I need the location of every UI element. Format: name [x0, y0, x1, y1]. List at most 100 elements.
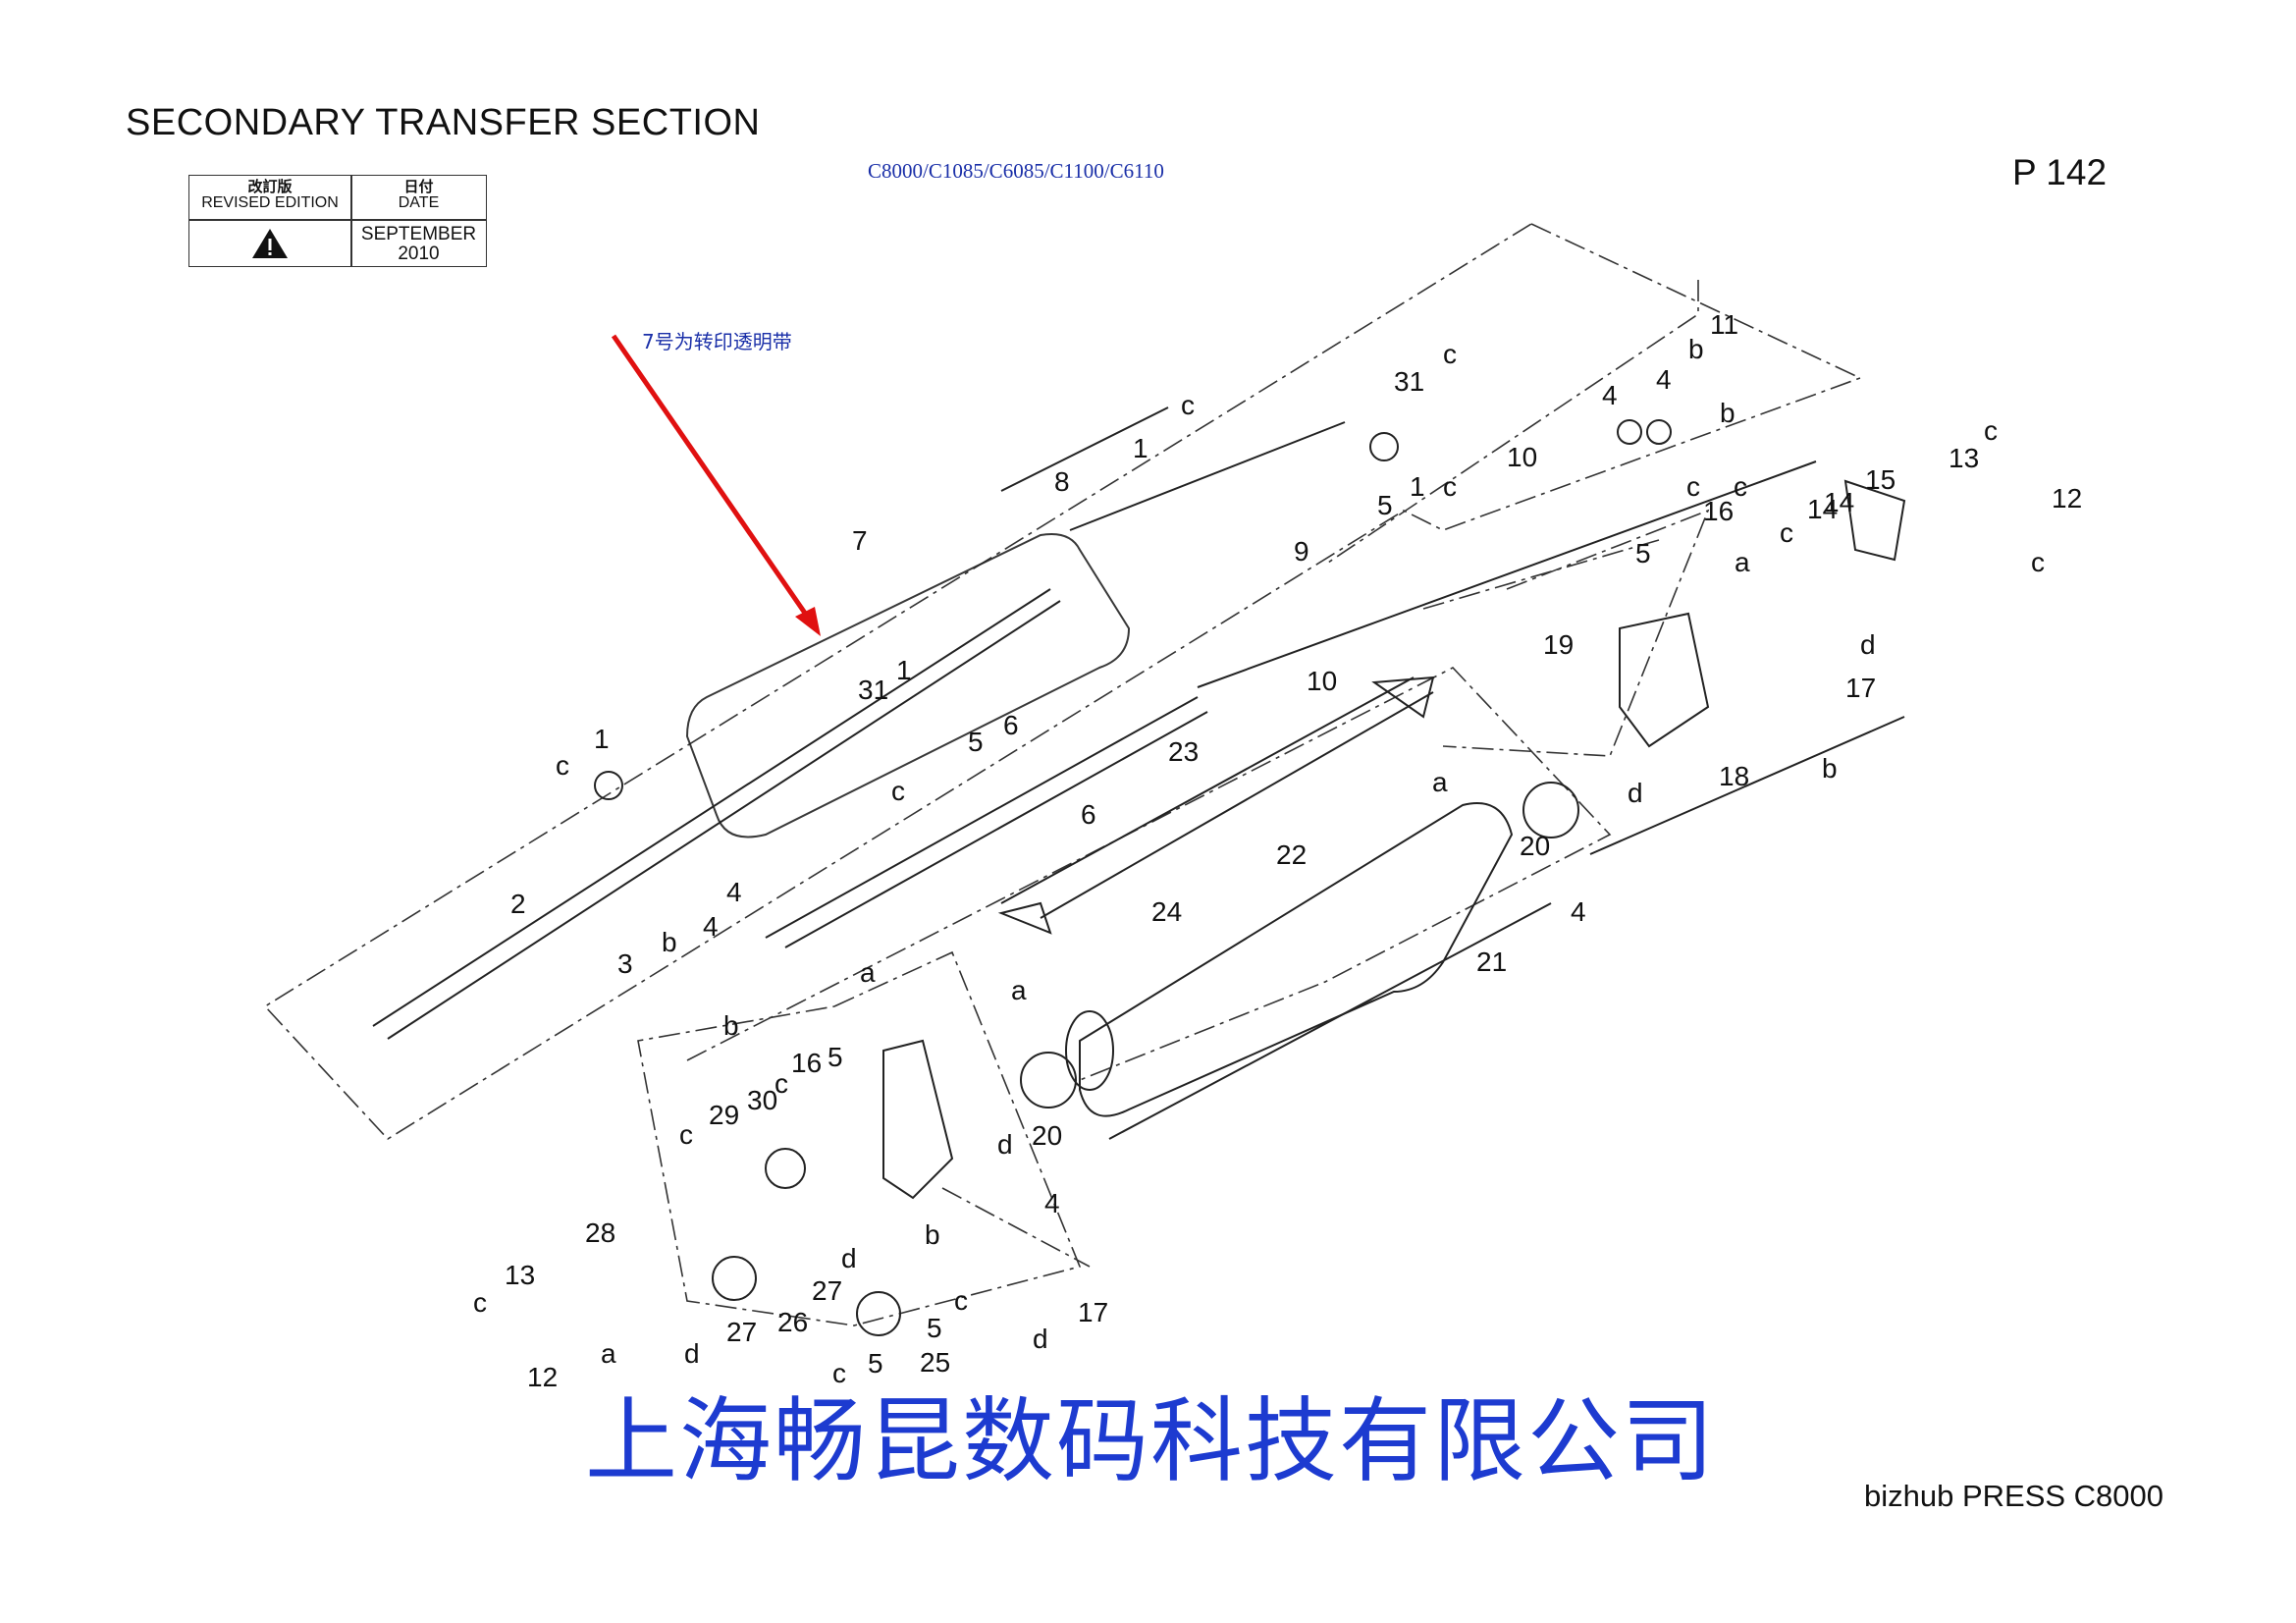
- callout-label: 1: [896, 655, 912, 685]
- callout-label: 17: [1078, 1297, 1108, 1327]
- callout-label: c: [1780, 517, 1793, 548]
- callout-label: c: [1443, 471, 1457, 502]
- callout-label: d: [841, 1243, 857, 1273]
- pointer-arrow: [611, 334, 814, 623]
- callout-label: 17: [1845, 673, 1876, 703]
- assembly-boundary: [637, 950, 1082, 1326]
- callout-label: 16: [1703, 496, 1734, 526]
- callout-label: c: [2031, 547, 2045, 577]
- pointer-arrow-head: [795, 607, 821, 636]
- revised-edition-zh: 改訂版: [247, 178, 293, 195]
- revision-date-month: SEPTEMBER: [360, 224, 477, 244]
- callout-label: 21: [1476, 947, 1507, 977]
- callout-label: 23: [1168, 736, 1199, 767]
- callout-label: 13: [1949, 443, 1979, 473]
- callout-label: 15: [1865, 464, 1896, 495]
- callout-label: a: [601, 1338, 616, 1369]
- callout-label: c: [1686, 471, 1700, 502]
- warning-triangle-icon: [189, 227, 350, 265]
- callout-label: 9: [1294, 536, 1309, 567]
- revision-date-year: 2010: [398, 243, 440, 264]
- side-plate: [1843, 479, 1906, 562]
- side-plate: [1619, 612, 1710, 748]
- callout-label: b: [1720, 398, 1735, 428]
- transfer-roller: [1079, 802, 1514, 1117]
- callout-label: 1: [594, 724, 610, 754]
- callout-label: b: [1688, 334, 1704, 364]
- callout-label: 14: [1807, 494, 1838, 524]
- callout-label: c: [473, 1287, 487, 1318]
- callout-label: c: [774, 1068, 788, 1099]
- roller-shaft: [1040, 691, 1434, 919]
- callout-label: 5: [927, 1313, 942, 1343]
- callout-label: 4: [703, 911, 719, 942]
- callout-label: 5: [1635, 538, 1651, 568]
- callout-label: 22: [1276, 839, 1307, 870]
- roller-shaft: [1000, 406, 1169, 492]
- callout-label: c: [891, 776, 905, 806]
- gear: [712, 1256, 757, 1301]
- callout-label: 28: [585, 1217, 615, 1248]
- callout-label: 6: [1003, 710, 1019, 740]
- callout-label: 10: [1307, 666, 1337, 696]
- assembly-boundary: [686, 667, 1612, 1081]
- callout-label: 31: [1394, 366, 1424, 397]
- callout-label: a: [1735, 547, 1750, 577]
- callout-label: c: [1984, 415, 1998, 446]
- revision-table: 改訂版 REVISED EDITION 日付 DATE SEPTEMBER 20…: [188, 175, 487, 267]
- callout-label: c: [832, 1358, 846, 1388]
- roller-shaft: [784, 711, 1208, 948]
- callout-label: b: [925, 1219, 940, 1250]
- gear: [1020, 1052, 1077, 1109]
- table-divider: [350, 176, 352, 266]
- gear: [1617, 419, 1642, 445]
- roller-shaft: [1069, 421, 1346, 531]
- transfer-roller-end: [1065, 1010, 1114, 1091]
- assembly-boundary: [1422, 539, 1660, 610]
- callout-label: 2: [510, 889, 526, 919]
- callout-label: 14: [1824, 487, 1854, 517]
- model-list: C8000/C1085/C6085/C1100/C6110: [868, 159, 1164, 183]
- gear: [765, 1148, 806, 1189]
- roller-shaft: [1589, 716, 1905, 855]
- callout-label: c: [1443, 339, 1457, 369]
- date-zh: 日付: [403, 178, 434, 195]
- callout-label: c: [1181, 390, 1195, 420]
- gear: [856, 1291, 901, 1336]
- side-plate: [997, 901, 1052, 935]
- callout-label: c: [556, 750, 569, 781]
- callout-label: 26: [777, 1307, 808, 1337]
- callout-label: 31: [858, 675, 888, 705]
- page-number: P 142: [2012, 152, 2108, 192]
- roller-shaft: [765, 696, 1199, 939]
- assembly-boundary: [1442, 509, 1710, 757]
- assembly-boundary: [263, 223, 1863, 1141]
- callout-label: 5: [1377, 490, 1393, 520]
- callout-label: 20: [1520, 831, 1550, 861]
- section-title: SECONDARY TRANSFER SECTION: [126, 102, 761, 143]
- callout-label: 1: [1133, 433, 1148, 463]
- callout-label: 18: [1719, 761, 1749, 791]
- callout-label: d: [1628, 778, 1643, 808]
- callout-label: 4: [1656, 364, 1672, 395]
- table-divider: [189, 219, 486, 221]
- callout-label: 8: [1054, 466, 1070, 497]
- roller-shaft: [1000, 676, 1415, 904]
- callout-label: b: [662, 927, 677, 957]
- callout-label: 11: [1710, 309, 1738, 340]
- callout-label: 5: [868, 1348, 883, 1379]
- callout-label: 3: [617, 948, 633, 979]
- callout-label: 27: [812, 1275, 842, 1306]
- callout-label: c: [679, 1119, 693, 1150]
- callout-label: d: [997, 1129, 1013, 1160]
- callout-label: d: [1033, 1324, 1048, 1354]
- roller-shaft: [1197, 460, 1817, 688]
- side-plate: [882, 1039, 954, 1200]
- callout-label: a: [860, 957, 876, 988]
- assembly-boundary: [941, 1187, 1091, 1268]
- callout-label: 30: [747, 1085, 777, 1115]
- revision-date: SEPTEMBER 2010: [351, 225, 486, 264]
- callout-label: a: [1011, 975, 1027, 1005]
- callout-label: 7: [852, 525, 868, 556]
